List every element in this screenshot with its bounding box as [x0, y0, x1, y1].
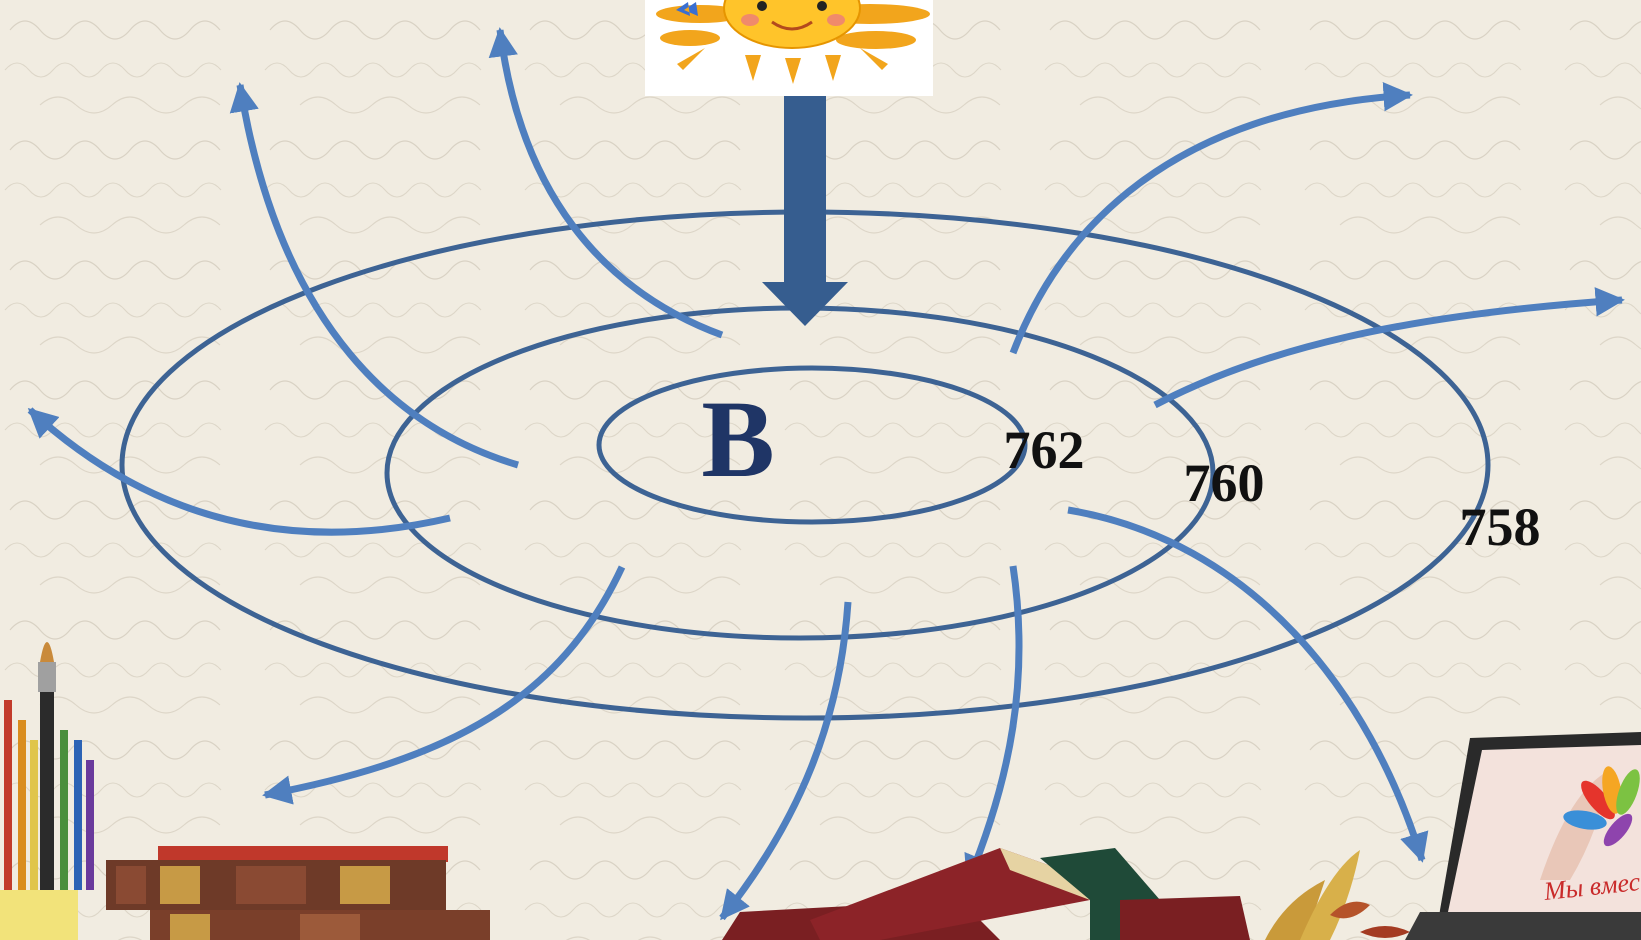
sun-icon — [645, 0, 933, 96]
isobar-value-760: 760 — [1184, 453, 1265, 513]
isobar-value-762: 762 — [1004, 420, 1085, 480]
high-pressure-label: В — [701, 378, 774, 500]
isobar-value-758: 758 — [1460, 497, 1541, 557]
paint-brush-icon — [38, 642, 56, 890]
book-stack-icon — [106, 846, 490, 940]
